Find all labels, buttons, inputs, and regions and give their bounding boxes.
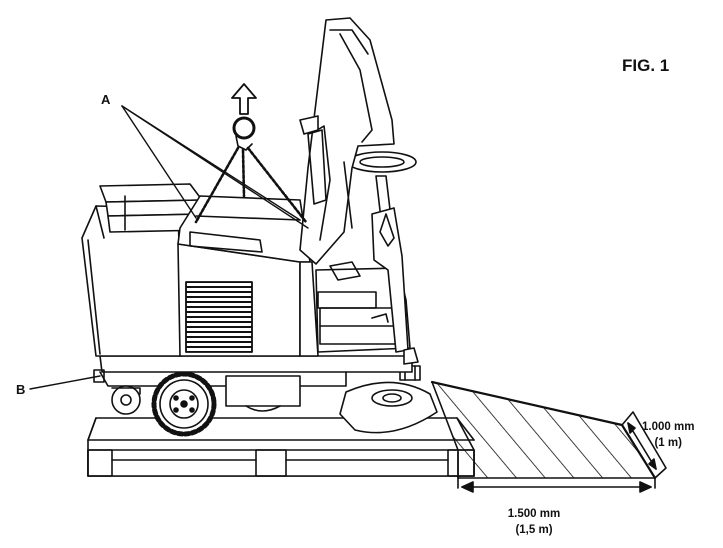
ramp-length-label: 1.500 mm (1,5 m) [494, 506, 574, 538]
ramp-height-label: 1.000 mm (1 m) [642, 419, 694, 451]
callout-a-leader-lines [121, 105, 309, 229]
lifting-hook [232, 116, 256, 151]
ramp-length-dimension-arrow [461, 481, 652, 493]
figure-title: FIG. 1 [622, 56, 670, 75]
loading-ramp [430, 380, 667, 489]
rear-caster-wheel [111, 385, 141, 415]
operator-compartment [315, 151, 419, 365]
ramp-length-alt: (1,5 m) [515, 524, 553, 536]
ramp-height-alt: (1 m) [654, 437, 682, 449]
drive-wheel [151, 371, 217, 437]
callout-b-leader-line [29, 375, 101, 390]
machine-body [81, 183, 413, 387]
lifting-chains [194, 146, 308, 224]
tilted-seat-canopy [299, 17, 395, 265]
ramp-length-value: 1.500 mm [507, 508, 561, 520]
ramp-height-dimension-arrow [627, 422, 657, 470]
callout-label-b: B [16, 382, 26, 397]
lift-direction-arrow [231, 83, 257, 115]
brush-deck [339, 365, 438, 434]
pallet [87, 417, 475, 477]
callout-label-a: A [101, 92, 111, 107]
lower-hopper [225, 375, 301, 412]
ramp-height-value: 1.000 mm [642, 421, 695, 433]
